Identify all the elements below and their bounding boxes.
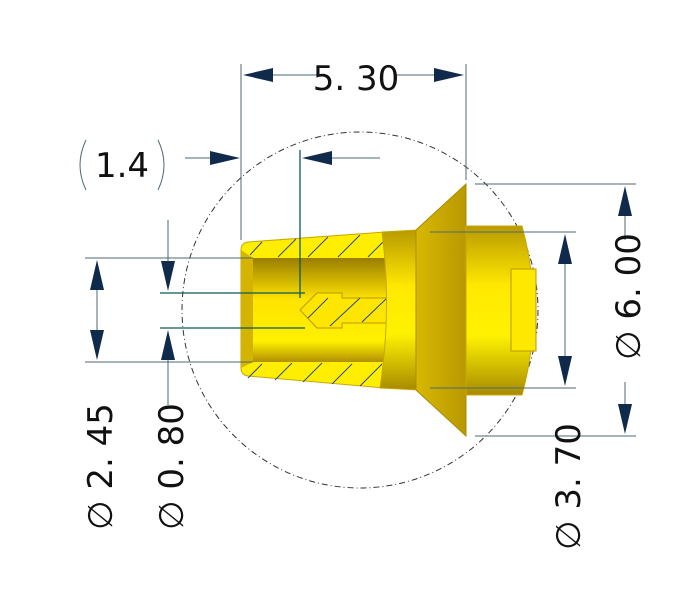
reference-length-label: 1.4 [95, 146, 149, 186]
dimension-overall-length: 5. 30 [240, 59, 467, 240]
cone-flange [415, 182, 467, 438]
dimension-flange-diameter: ∅ 6. 00 [475, 183, 649, 437]
dimension-pin-hole-diameter: ∅ 0. 80 [152, 220, 305, 530]
shank-end-recess [510, 268, 537, 352]
pin-hole-diameter-label: ∅ 0. 80 [152, 403, 192, 530]
shank-diameter-label: ∅ 3. 70 [549, 423, 589, 550]
detail-circle [181, 131, 539, 489]
pin-hole [299, 292, 389, 329]
bore-diameter-label: ∅ 2. 45 [81, 403, 121, 530]
section-hatching [247, 234, 384, 387]
dimension-reference-length: 1.4 [79, 139, 380, 298]
collar [379, 229, 419, 391]
flange-diameter-label: ∅ 6. 00 [609, 233, 649, 360]
overall-length-label: 5. 30 [313, 59, 400, 99]
dimension-shank-diameter: ∅ 3. 70 [430, 231, 589, 550]
part-section [240, 182, 537, 438]
dimension-bore-diameter: ∅ 2. 45 [81, 257, 253, 530]
